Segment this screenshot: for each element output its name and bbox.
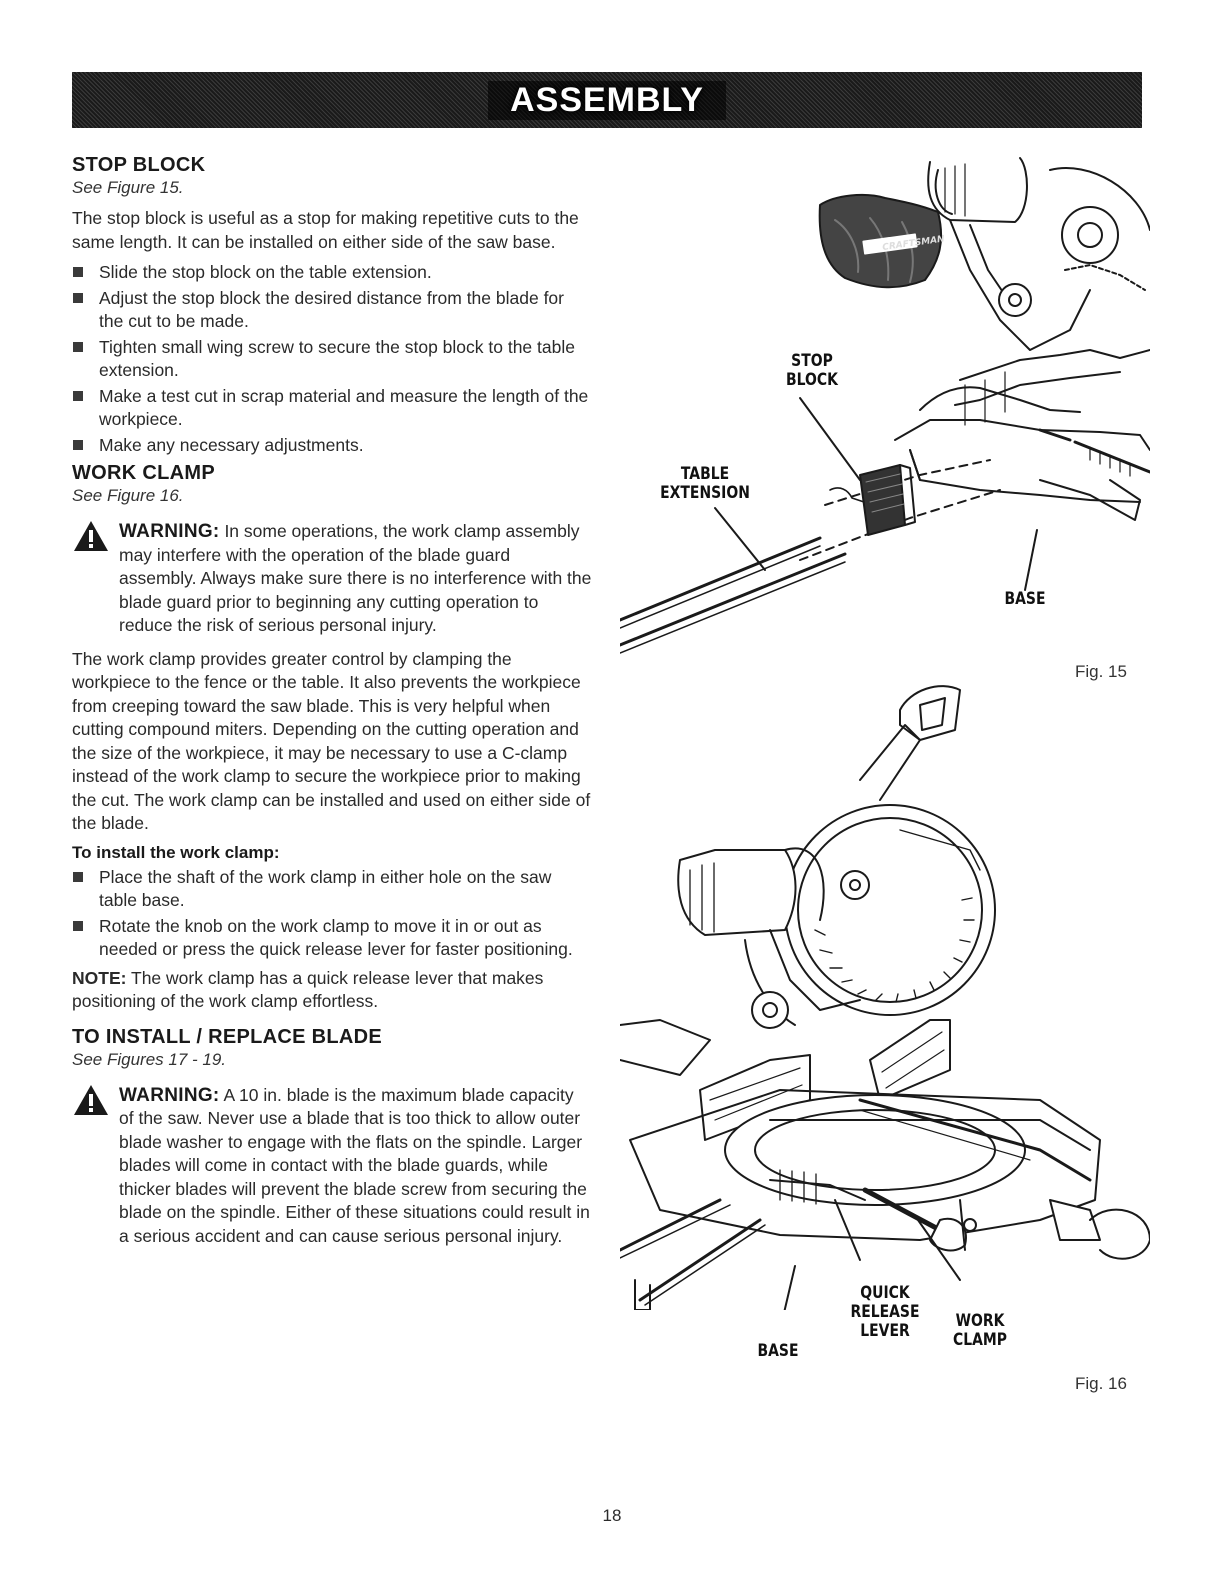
list-item: Make any necessary adjustments. [72, 434, 592, 458]
work-clamp-figure-ref: See Figure 16. [72, 486, 184, 505]
fig15-caption: Fig. 15 [1075, 662, 1127, 681]
stop-block-intro: The stop block is useful as a stop for m… [72, 208, 579, 252]
list-item: Place the shaft of the work clamp in eit… [72, 866, 592, 913]
warning-label: WARNING: [119, 521, 220, 542]
install-work-clamp-heading: To install the work clamp: [72, 842, 280, 862]
bullet-square-icon [73, 390, 83, 401]
work-clamp-note: NOTE: The work clamp has a quick release… [72, 967, 592, 1014]
warning-text: A 10 in. blade is the maximum blade capa… [119, 1084, 590, 1246]
bullet-square-icon [73, 341, 83, 352]
list-item: Rotate the knob on the work clamp to mov… [72, 915, 592, 962]
bullet-square-icon [73, 267, 83, 277]
work-clamp-body: The work clamp provides greater control … [72, 648, 591, 834]
blade-heading: TO INSTALL / REPLACE BLADE [72, 1025, 383, 1048]
bullet-square-icon [73, 871, 83, 882]
bullet-square-icon [73, 292, 83, 303]
note-label: NOTE: [72, 967, 127, 988]
bullet-square-icon [73, 439, 83, 450]
figure-15-illustration: CRAFTSMAN [620, 157, 1150, 654]
stop-block-steps: Slide the stop block on the table extens… [72, 261, 592, 457]
stop-block-heading: STOP BLOCK [72, 154, 206, 176]
list-item: Slide the stop block on the table extens… [72, 261, 592, 285]
text-column: STOP BLOCK See Figure 15. The stop block… [72, 154, 592, 1258]
section-banner: ASSEMBLY [72, 72, 1142, 128]
fig15-base-label: BASE [1004, 589, 1046, 609]
list-item: Tighten small wing screw to secure the s… [72, 336, 592, 383]
banner-title: ASSEMBLY [488, 80, 726, 120]
warning-triangle-icon [74, 1084, 108, 1115]
fig15-stop-block-label: STOP BLOCK [786, 351, 838, 390]
fig16-quick-release-lever-label: QUICK RELEASE LEVER [850, 1283, 920, 1341]
blade-warning: WARNING: A 10 in. blade is the maximum b… [72, 1084, 592, 1249]
page-number: 18 [602, 1506, 622, 1525]
blade-figure-ref: See Figures 17 - 19. [72, 1049, 227, 1069]
fig16-work-clamp-label: WORK CLAMP [953, 1311, 1007, 1350]
list-item: Adjust the stop block the desired distan… [72, 287, 592, 334]
list-item: Make a test cut in scrap material and me… [72, 385, 592, 432]
note-text: The work clamp has a quick release lever… [72, 967, 544, 1012]
bullet-square-icon [73, 920, 83, 931]
fig15-table-extension-label: TABLE EXTENSION [660, 464, 750, 503]
work-clamp-warning: WARNING: In some operations, the work cl… [72, 520, 592, 638]
fig16-base-label: BASE [757, 1341, 799, 1361]
work-clamp-heading: WORK CLAMP [72, 462, 215, 484]
warning-triangle-icon [74, 521, 108, 551]
warning-label: WARNING: [119, 1084, 220, 1106]
fig16-caption: Fig. 16 [1075, 1374, 1127, 1393]
stop-block-figure-ref: See Figure 15. [72, 178, 184, 197]
figure-16-illustration [620, 685, 1150, 1310]
install-work-clamp-steps: Place the shaft of the work clamp in eit… [72, 866, 592, 962]
warning-text: In some operations, the work clamp assem… [119, 521, 592, 635]
